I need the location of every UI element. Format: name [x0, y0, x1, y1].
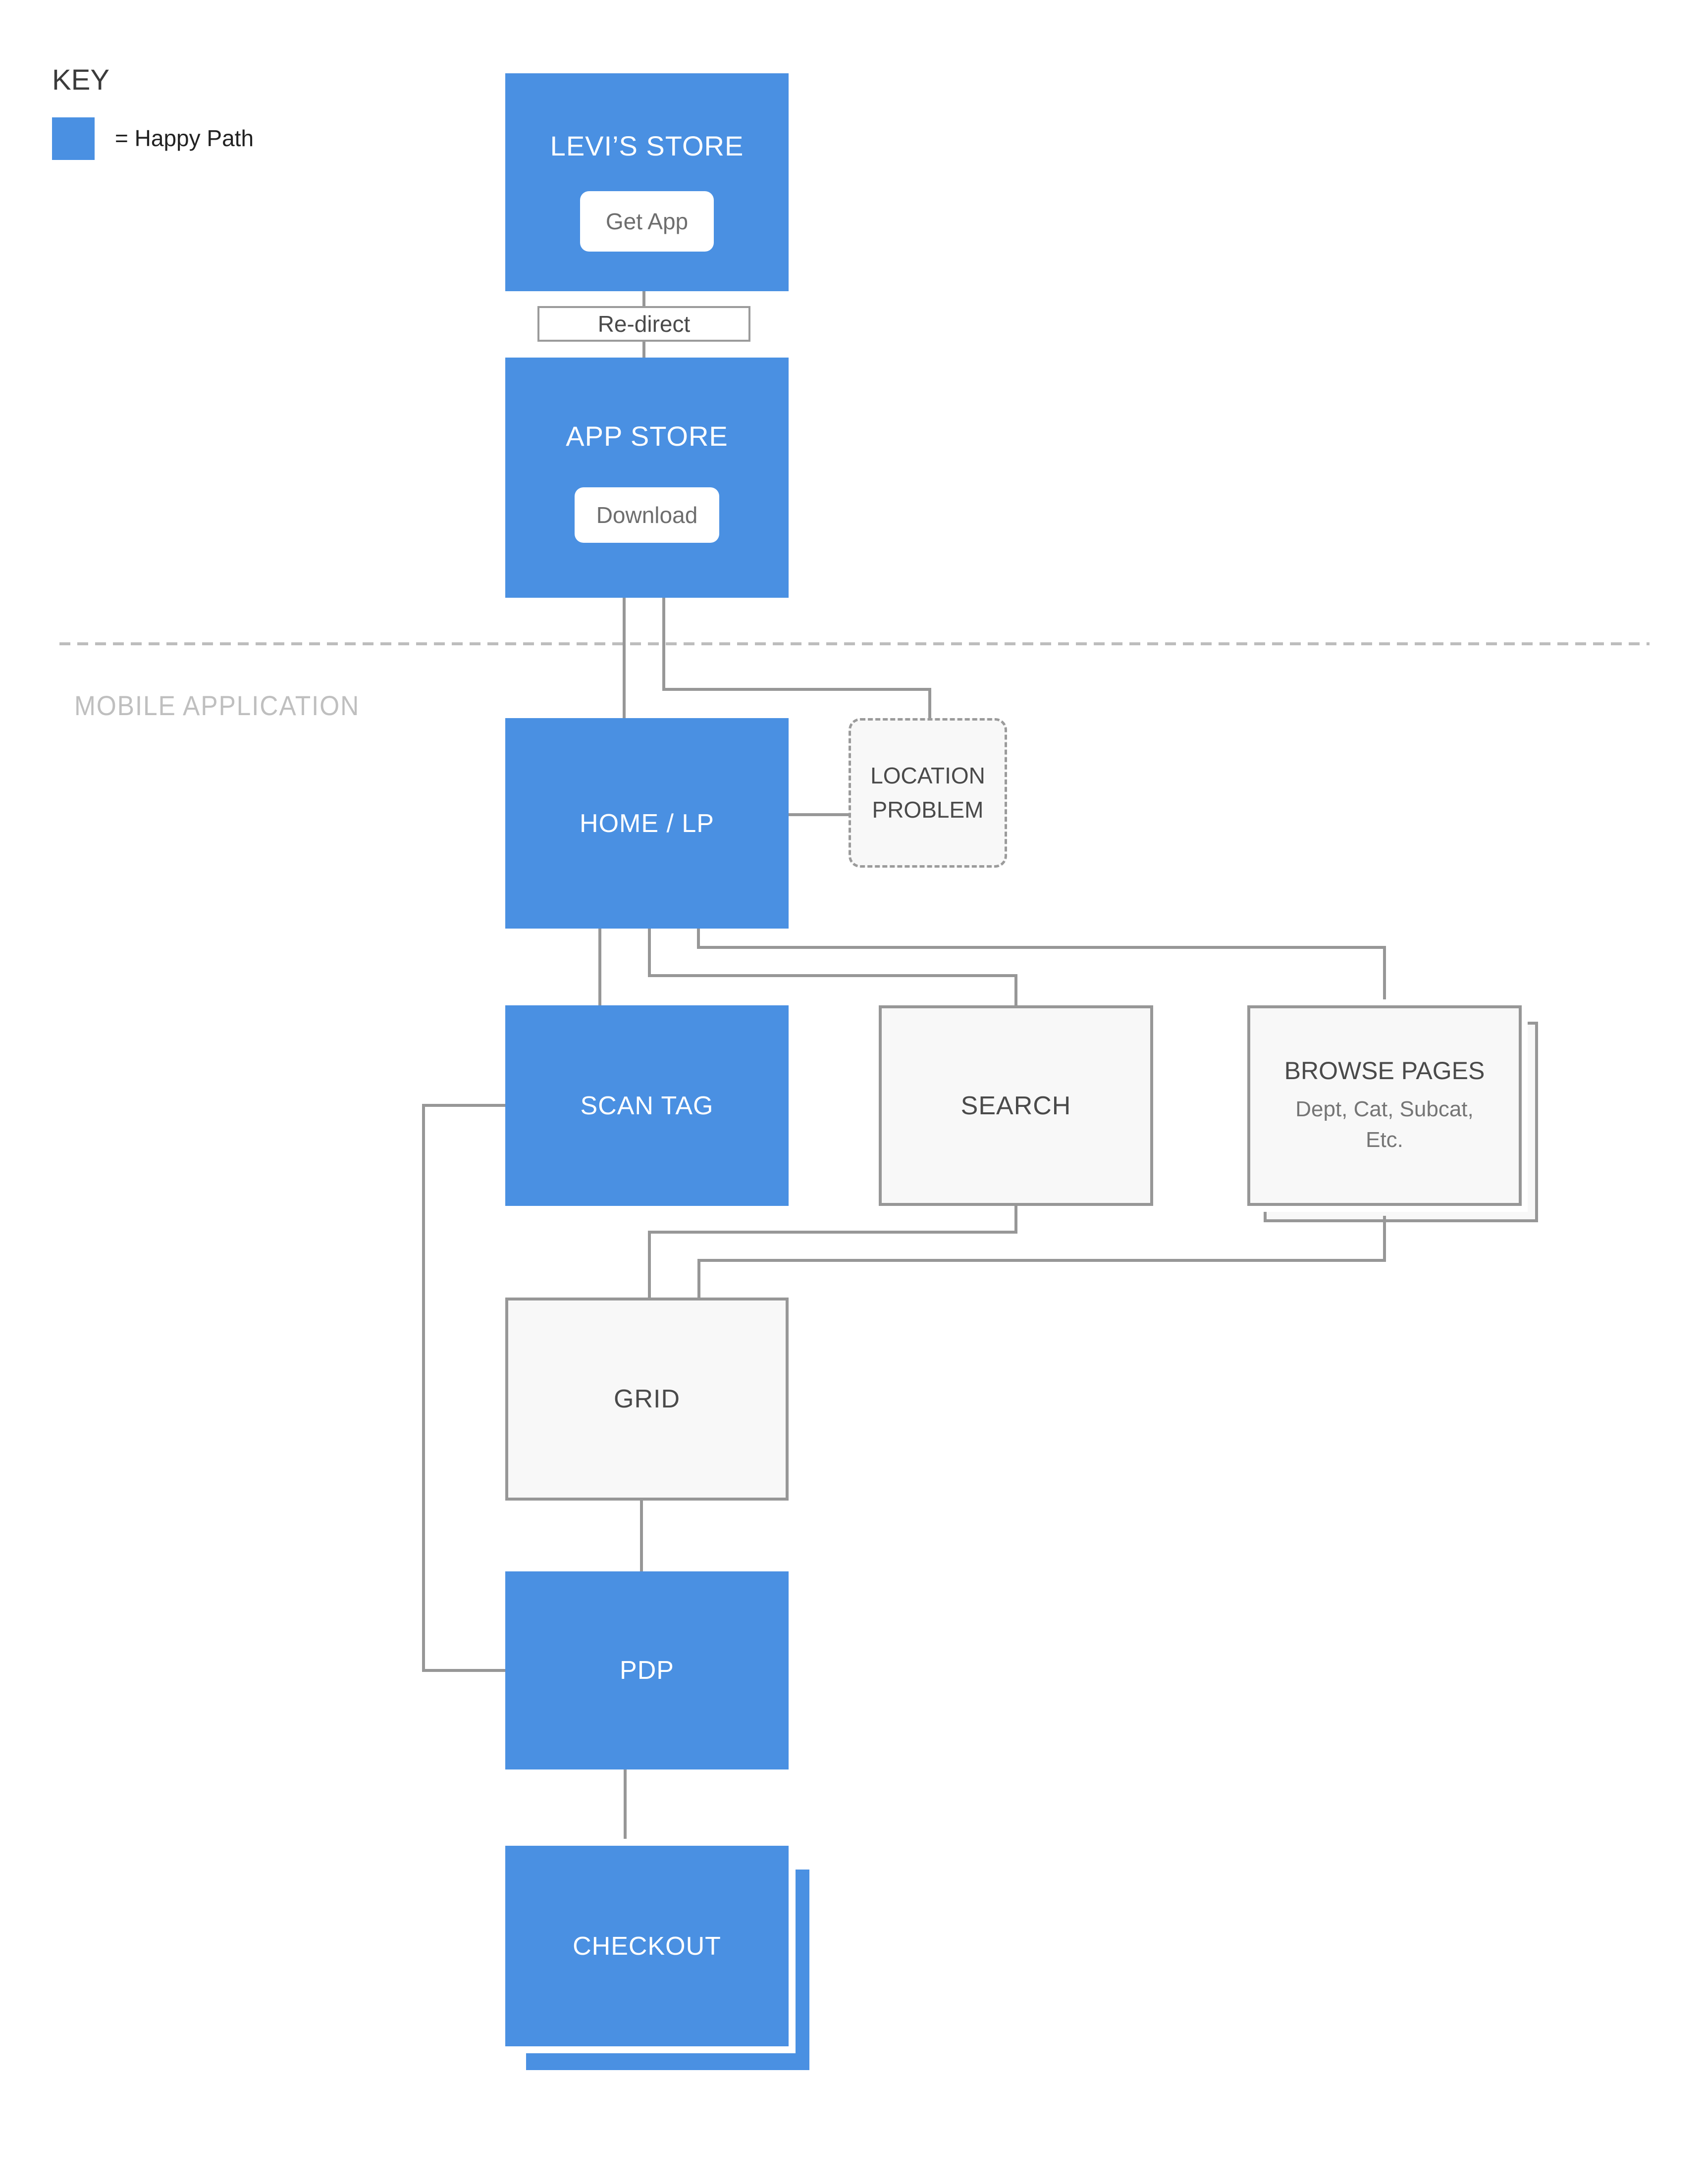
node-location-problem[interactable]: LOCATION PROBLEM — [849, 718, 1007, 868]
connector-appstore-locproblem-h — [662, 688, 931, 691]
location-problem-line2: PROBLEM — [872, 797, 984, 823]
node-redirect[interactable]: Re-direct — [537, 306, 750, 342]
connector-pdp-checkout — [624, 1769, 627, 1846]
download-button[interactable]: Download — [575, 487, 719, 543]
checkout-label: CHECKOUT — [573, 1931, 721, 1961]
connector-appstore-locproblem-v1 — [662, 598, 665, 691]
connector-browse-grid-v1 — [1383, 1216, 1386, 1262]
node-pdp[interactable]: PDP — [505, 1571, 789, 1769]
happy-path-label: = Happy Path — [115, 125, 254, 151]
pdp-label: PDP — [620, 1656, 674, 1685]
redirect-label: Re-direct — [597, 311, 691, 337]
connector-browse-grid-v2 — [697, 1259, 700, 1298]
connector-home-search-v1 — [648, 929, 651, 977]
connector-search-grid-v1 — [1014, 1206, 1017, 1234]
node-app-store[interactable]: APP STORE Download — [505, 358, 789, 598]
app-store-label: APP STORE — [566, 420, 728, 452]
levis-store-label: LEVI’S STORE — [550, 130, 744, 162]
browse-pages-subtitle-line1: Dept, Cat, Subcat, — [1295, 1096, 1474, 1121]
connector-scantag-pdp-h1 — [422, 1104, 505, 1107]
connector-home-browse-h — [697, 946, 1386, 949]
node-home-lp[interactable]: HOME / LP — [505, 718, 789, 929]
key-title: KEY — [52, 64, 110, 96]
section-divider — [59, 642, 1650, 645]
connector-appstore-locproblem-v2 — [928, 688, 931, 718]
grid-label: GRID — [614, 1385, 680, 1413]
connector-home-browse-v2 — [1383, 946, 1386, 1005]
connector-home-search-h — [648, 974, 1017, 977]
browse-pages-label: BROWSE PAGES — [1284, 1056, 1485, 1085]
happy-path-swatch — [52, 117, 95, 160]
search-label: SEARCH — [960, 1091, 1071, 1120]
section-label-mobile-application: MOBILE APPLICATION — [74, 690, 360, 721]
node-grid[interactable]: GRID — [505, 1298, 789, 1501]
node-browse-pages[interactable]: BROWSE PAGES Dept, Cat, Subcat, Etc. — [1247, 1005, 1522, 1206]
node-scan-tag[interactable]: SCAN TAG — [505, 1005, 789, 1206]
connector-scantag-pdp-v — [422, 1104, 425, 1672]
connector-home-scantag — [598, 929, 601, 1005]
scan-tag-label: SCAN TAG — [580, 1091, 714, 1120]
node-levis-store[interactable]: LEVI’S STORE Get App — [505, 73, 789, 291]
node-checkout[interactable]: CHECKOUT — [505, 1846, 789, 2046]
connector-home-search-v2 — [1014, 974, 1017, 1005]
connector-home-browse-v1 — [697, 929, 700, 949]
connector-home-locproblem — [789, 813, 849, 816]
node-search[interactable]: SEARCH — [879, 1005, 1153, 1206]
connector-appstore-home — [623, 598, 626, 718]
location-problem-line1: LOCATION — [870, 763, 985, 788]
home-lp-label: HOME / LP — [580, 809, 714, 838]
connector-grid-pdp — [640, 1501, 643, 1571]
connector-scantag-pdp-h2 — [422, 1669, 505, 1672]
connector-browse-grid-h — [697, 1259, 1386, 1262]
get-app-button[interactable]: Get App — [580, 191, 714, 252]
browse-pages-subtitle-line2: Etc. — [1366, 1127, 1403, 1152]
connector-search-grid-v2 — [648, 1231, 651, 1298]
connector-search-grid-h — [648, 1231, 1017, 1234]
